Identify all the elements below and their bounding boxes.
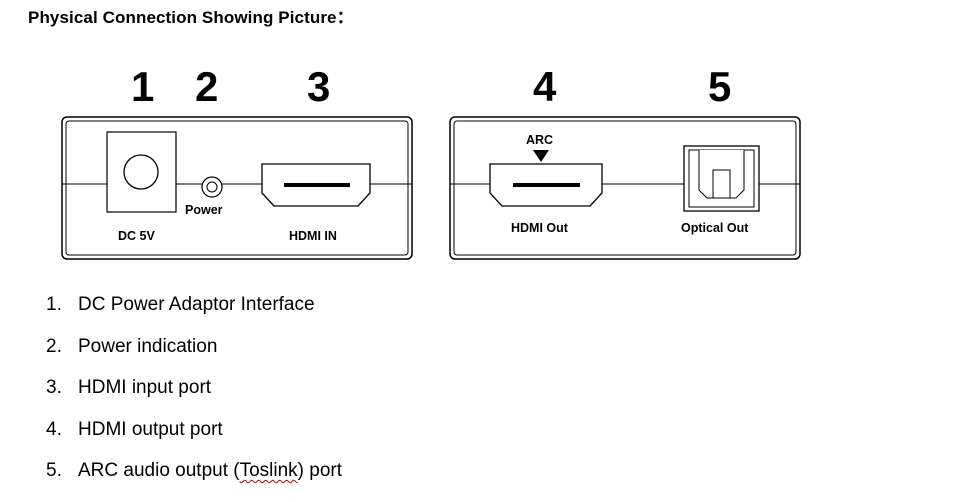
dc-5v-label: DC 5V — [118, 229, 155, 243]
callout-number-4: 4 — [533, 63, 557, 110]
list-item-text-pre: ARC audio output ( — [78, 460, 240, 481]
callout-number-5: 5 — [708, 63, 732, 110]
arc-label: ARC — [526, 133, 554, 147]
port-legend-list: 1. DC Power Adaptor Interface 2. Power ind… — [46, 294, 342, 502]
callout-number-1: 1 — [131, 63, 155, 110]
list-item-text: DC Power Adaptor Interface — [78, 294, 315, 315]
dc-power-jack — [106, 131, 177, 213]
hdmi-out-port — [489, 163, 603, 207]
list-item-number: 5. — [46, 460, 62, 481]
list-item: 1. DC Power Adaptor Interface — [46, 294, 342, 336]
list-item-number: 2. — [46, 335, 62, 357]
list-item-text: HDMI input port — [78, 377, 212, 398]
list-item-text: Power indication — [78, 335, 218, 357]
list-item-number: 1. — [46, 294, 62, 315]
list-item-text: HDMI output port — [78, 418, 223, 440]
list-item: 4. HDMI output port — [46, 419, 342, 461]
power-label: Power — [185, 203, 223, 217]
optical-out-label: Optical Out — [681, 221, 749, 235]
list-item-number: 4. — [46, 418, 62, 440]
hdmi-in-label: HDMI IN — [289, 229, 337, 243]
list-item: 2. Power indication — [46, 336, 342, 378]
page-title: Physical Connection Showing Picture： — [28, 8, 354, 27]
callout-number-2: 2 — [195, 63, 219, 110]
list-item-text: ARC audio output (Toslink) port — [78, 460, 342, 502]
power-led-icon — [201, 176, 223, 198]
optical-out-port — [683, 145, 760, 212]
arc-arrow-icon — [533, 150, 549, 162]
callout-number-3: 3 — [307, 63, 331, 110]
hdmi-out-label: HDMI Out — [511, 221, 568, 235]
spellcheck-word: Toslink — [239, 460, 298, 481]
list-item-text-post: ) port — [297, 460, 343, 481]
hdmi-in-port — [261, 163, 371, 207]
list-item-number: 3. — [46, 377, 62, 398]
list-item: 5. ARC audio output (Toslink) port — [46, 460, 342, 502]
list-item: 3. HDMI input port — [46, 377, 342, 419]
